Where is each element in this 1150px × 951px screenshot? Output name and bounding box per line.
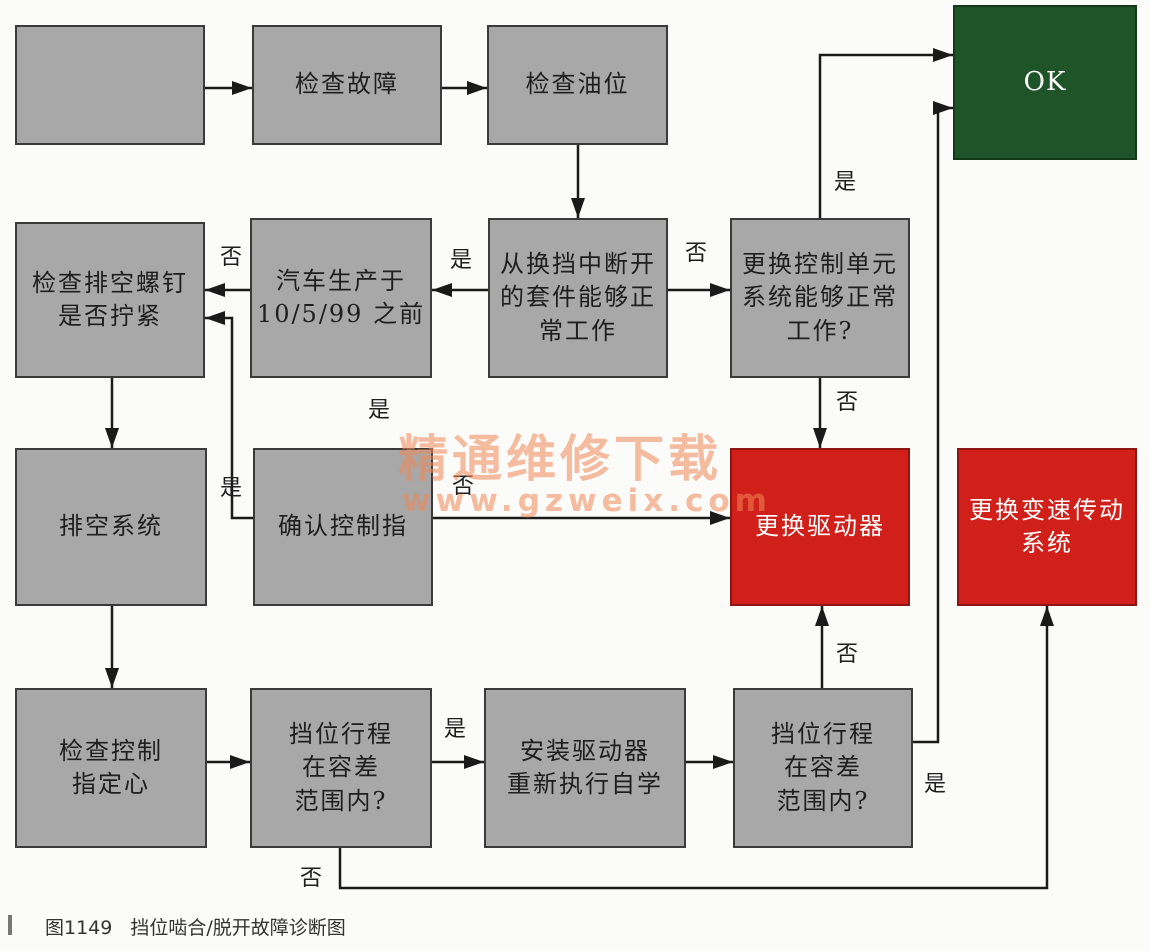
caption-title: 挡位啮合/脱开故障诊断图 [130, 917, 346, 939]
label-control-unit-to-ok: 是 [834, 170, 857, 195]
replace-transmission-box: 更换变速传动 系统 [957, 448, 1137, 606]
label-confirm-to-actuator: 否 [452, 474, 475, 499]
label-tolerance2-to-actuator: 否 [836, 642, 859, 667]
label-tolerance1-to-install: 是 [444, 717, 467, 742]
label-confirm-to-bleed-screw: 是 [220, 476, 243, 501]
label-control-unit-to-actuator: 否 [836, 390, 859, 415]
label-kit-to-control-unit: 否 [685, 241, 708, 266]
caption-bar [8, 915, 12, 935]
label-tolerance2-to-ok: 是 [924, 772, 947, 797]
watermark-url: www.gzweix.com [402, 483, 772, 519]
label-kit-to-vehicle: 是 [450, 248, 473, 273]
install-actuator-box: 安装驱动器 重新执行自学 [484, 688, 686, 848]
arrow-control-unit-to-ok [818, 48, 953, 218]
replace-control-unit-box: 更换控制单元 系统能够正常 工作? [730, 218, 910, 378]
arrow-confirm-to-bleed-screw [205, 311, 253, 520]
replace-actuator-box: 更换驱动器 [730, 448, 910, 606]
disconnect-kit-box: 从换挡中断开 的套件能够正 常工作 [488, 218, 668, 378]
travel-tolerance-box-2: 挡位行程 在容差 范围内? [733, 688, 913, 848]
arrow-tolerance1-to-transmission [338, 606, 1054, 890]
bleed-system-box: 排空系统 [15, 448, 207, 606]
label-tolerance1-to-transmission: 否 [300, 866, 323, 891]
label-vehicle-to-bleed-screw: 否 [220, 245, 243, 270]
confirm-control-box: 确认控制指 [253, 448, 433, 606]
start-box [15, 25, 205, 145]
travel-tolerance-box-1: 挡位行程 在容差 范围内? [250, 688, 432, 848]
label-middle-yes: 是 [368, 398, 391, 423]
watermark-title: 精通维修下载 [398, 430, 722, 488]
check-oil-box: 检查油位 [487, 25, 668, 145]
check-bleed-screw-box: 检查排空螺钉 是否拧紧 [15, 222, 205, 378]
figure-caption: 图1149 挡位啮合/脱开故障诊断图 [45, 913, 346, 940]
check-fault-box: 检查故障 [252, 25, 442, 145]
caption-figure-number: 图1149 [45, 917, 113, 939]
arrow-tolerance2-to-ok [913, 101, 953, 744]
vehicle-built-box: 汽车生产于 10/5/99 之前 [250, 218, 432, 378]
check-control-center-box: 检查控制 指定心 [15, 688, 207, 848]
ok-box: OK [953, 5, 1137, 160]
